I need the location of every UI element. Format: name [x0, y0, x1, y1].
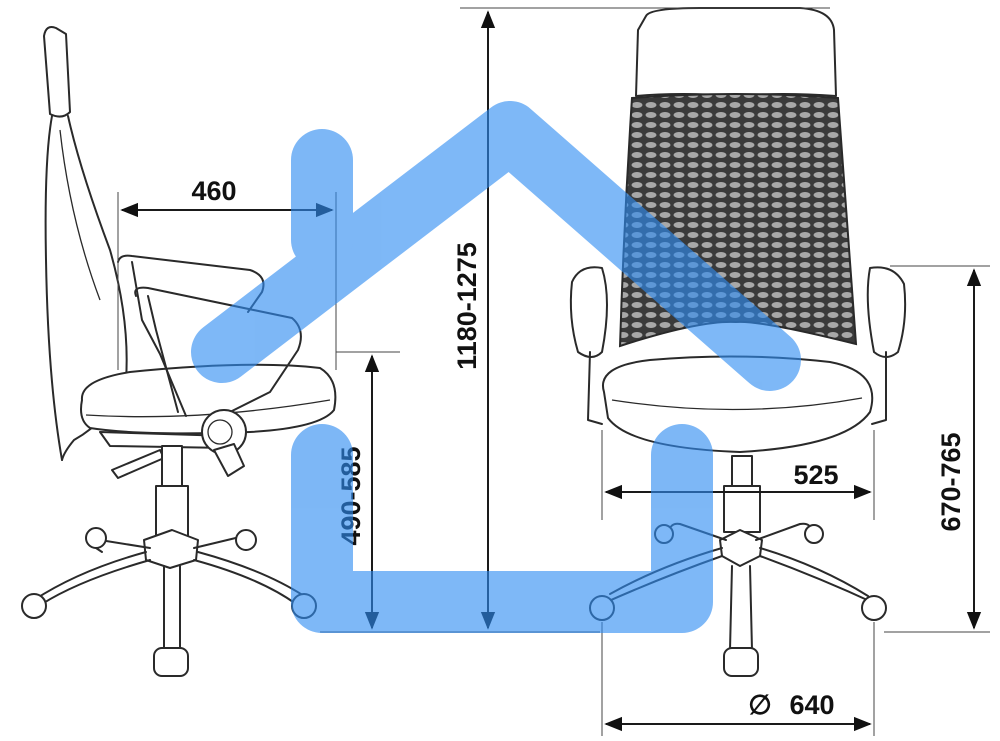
seat-depth-label: 460 [191, 176, 236, 206]
armrest-height-label: 670-765 [936, 432, 966, 531]
house-logo-icon [191, 101, 801, 633]
seat-width-label: 525 [793, 460, 838, 490]
base-diameter-label: ∅ 640 [748, 690, 834, 720]
overall-height-label: 1180-1275 [452, 242, 482, 370]
diameter-symbol-icon: ∅ [748, 690, 772, 720]
chair-side-view [21, 26, 337, 677]
base-diameter-value: 640 [789, 690, 834, 720]
